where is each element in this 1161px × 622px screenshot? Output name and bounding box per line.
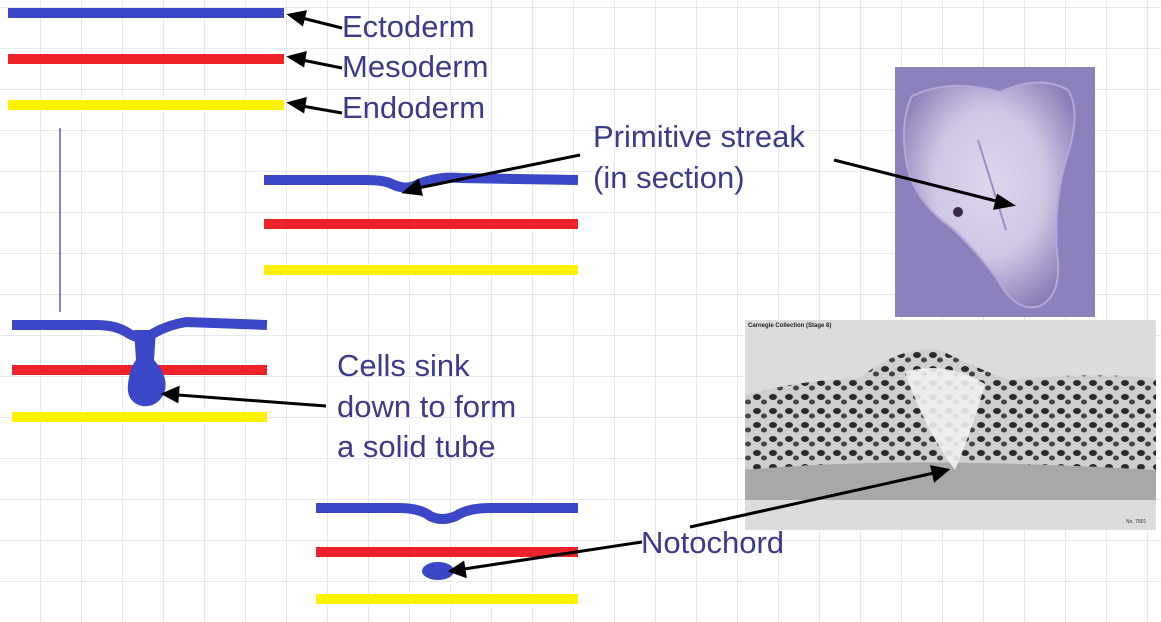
legend-arrows (286, 10, 343, 115)
notochord-stage (316, 503, 578, 604)
primitive-streak-label-line1: Primitive streak (593, 119, 805, 154)
embryo-photo (895, 67, 1095, 317)
endoderm-label: Endoderm (342, 90, 486, 125)
annotation-arrows (160, 153, 1017, 579)
ectoderm-label: Ectoderm (342, 9, 475, 44)
notochord-label: Notochord (641, 525, 785, 560)
micrograph-caption: Carnegie Collection (Stage 8) (748, 323, 832, 329)
primitive-streak-label-line2: (in section) (593, 160, 745, 195)
primitive-streak-stage (264, 172, 579, 275)
cells-sink-stage (12, 316, 268, 422)
micrograph-number: No. 7801 (1126, 519, 1147, 525)
mesoderm-label: Mesoderm (342, 49, 489, 84)
cells-sink-label-line1: Cells sink (337, 348, 470, 383)
notochord-blob (422, 562, 454, 580)
histology-micrograph (745, 320, 1156, 530)
cells-sink-label-line2: down to form (337, 389, 517, 424)
cells-sink-label-line3: a solid tube (337, 429, 496, 464)
